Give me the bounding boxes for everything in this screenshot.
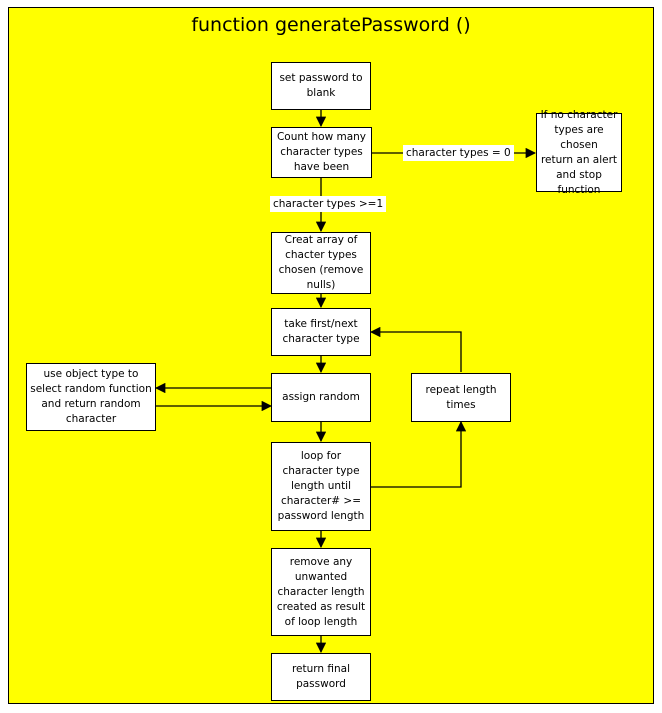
label-types-zero: character types = 0 xyxy=(403,145,514,161)
label-types-ge1: character types >=1 xyxy=(270,196,387,212)
box-set-password-blank: set password to blank xyxy=(271,62,371,110)
box-remove-unwanted: remove any unwanted character length cre… xyxy=(271,548,371,636)
arrow-repeat-to-take xyxy=(369,326,462,372)
box-loop-character-type: loop for character type length until cha… xyxy=(271,442,371,531)
diagram-title: function generatePassword () xyxy=(191,14,471,36)
box-use-object-type: use object type to select random functio… xyxy=(26,363,156,431)
box-no-character-types: If no character types are chosen return … xyxy=(536,109,622,196)
arrow-loop-to-repeat xyxy=(371,420,467,488)
box-repeat-length: repeat length times xyxy=(411,373,511,422)
box-create-array: Creat array of chacter types chosen (rem… xyxy=(271,232,371,294)
box-assign-random: assign random xyxy=(271,373,371,422)
box-count-character-types: Count how many character types have been xyxy=(271,127,372,178)
box-return-final-password: return final password xyxy=(271,653,371,701)
box-take-first-next: take first/next character type xyxy=(271,308,371,356)
